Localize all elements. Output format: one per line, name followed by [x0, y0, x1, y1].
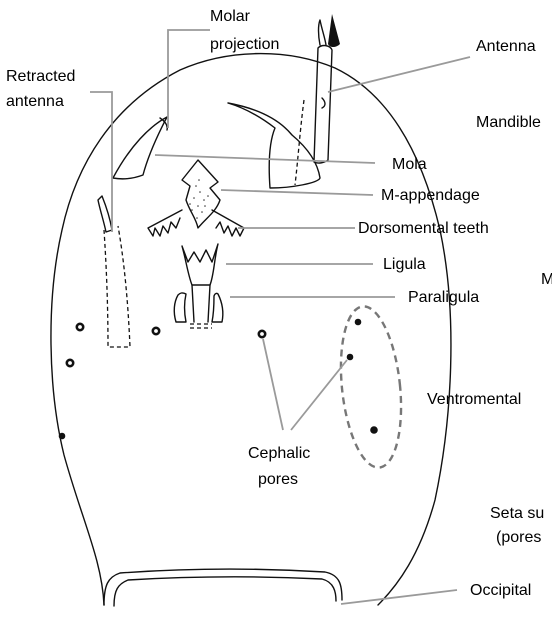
m-appendage-shape — [182, 160, 220, 228]
leader-mola — [155, 155, 375, 163]
label-m-partial: M — [541, 271, 552, 288]
seta-dot — [355, 319, 362, 326]
label-antenna: Antenna — [476, 38, 536, 55]
seta-dot — [347, 354, 354, 361]
head-capsule-outline — [51, 54, 451, 605]
retracted-antenna-body — [104, 226, 130, 347]
leader-cephalic-pores-left — [263, 339, 283, 430]
label-ventromental: Ventromental — [427, 391, 521, 408]
occipital-margin-inner — [114, 577, 336, 606]
left-mandible — [113, 117, 167, 179]
leader-occipital — [341, 590, 457, 604]
label-seta-partial-line2: (pores — [496, 529, 541, 546]
cephalic-pore — [259, 331, 265, 337]
seta-dot — [59, 433, 66, 440]
label-paraligula: Paraligula — [408, 289, 479, 306]
dorsomental-teeth-right — [212, 210, 244, 236]
right-mandible — [228, 103, 320, 188]
cephalic-pore — [77, 324, 83, 330]
cephalic-pore — [67, 360, 73, 366]
leader-molar-projection — [168, 30, 210, 128]
leader-antenna — [328, 57, 470, 92]
label-ligula: Ligula — [383, 256, 426, 273]
paraligula-left — [174, 293, 186, 322]
leader-lines — [90, 30, 470, 604]
label-occipital: Occipital — [470, 582, 531, 599]
label-cephalic-pores-line1: Cephalic — [248, 445, 310, 462]
antenna-segment — [319, 20, 327, 45]
ligula-shape — [182, 244, 218, 285]
retracted-antenna-tip — [98, 196, 112, 232]
label-retracted-antenna-line2: antenna — [6, 93, 64, 110]
setae-dots — [59, 319, 378, 440]
label-molar-projection-line2: projection — [210, 36, 279, 53]
dorsomental-teeth-left — [148, 210, 182, 236]
paraligula-base — [190, 324, 212, 328]
antenna-ring — [322, 98, 325, 108]
leader-cephalic-pores-right — [291, 360, 347, 430]
label-retracted-antenna-line1: Retracted — [6, 68, 75, 85]
cephalic-pores — [67, 324, 265, 366]
label-mandible: Mandible — [476, 114, 541, 131]
label-cephalic-pores-line2: pores — [258, 471, 298, 488]
ventromental-region — [334, 303, 409, 470]
occipital-margin — [104, 569, 342, 605]
antenna-retraction-line — [295, 100, 304, 185]
ligula-stem — [192, 285, 210, 322]
seta-dot — [370, 426, 378, 434]
cephalic-pore — [153, 328, 159, 334]
label-m-appendage: M-appendage — [381, 187, 480, 204]
paraligula-right — [212, 293, 223, 322]
leader-m-appendage — [221, 190, 373, 195]
label-mola: Mola — [392, 156, 427, 173]
antenna-tip — [328, 14, 340, 47]
label-molar-projection-line1: Molar — [210, 8, 251, 25]
label-seta-partial-line1: Seta su — [490, 505, 544, 522]
label-dorsomental-teeth: Dorsomental teeth — [358, 220, 489, 237]
